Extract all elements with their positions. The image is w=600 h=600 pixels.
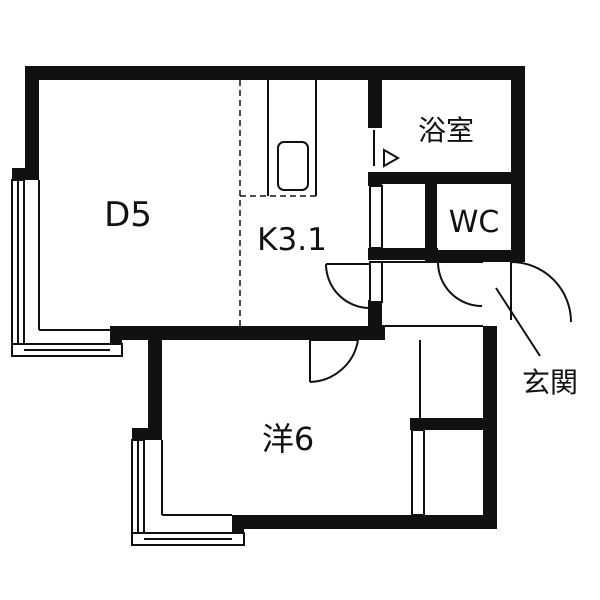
wall-bath-bottom (368, 172, 513, 184)
room-label-toilet: WC (449, 205, 500, 240)
closet-kitchen (369, 185, 383, 249)
wall-corner (483, 326, 497, 340)
window-icon (11, 179, 245, 546)
outer-walls (12, 66, 525, 545)
room-label-entrance: 玄関 (522, 366, 578, 399)
wall-closet-bottom (368, 248, 438, 260)
bath-door-marker (383, 148, 401, 168)
closet-kitchen-lower (369, 261, 383, 303)
room-label-bath: 浴室 (418, 114, 474, 147)
wall-closet-corner (368, 172, 382, 186)
wall-bottom (232, 515, 497, 529)
room-label-kitchen: K3.1 (257, 222, 327, 258)
entrance-leader (495, 287, 541, 357)
sink-icon (277, 141, 309, 191)
wall-wc-left (425, 172, 437, 262)
wall-kitchen-bath (368, 80, 382, 128)
wall-western-left (148, 326, 162, 436)
room-label-dining: D5 (104, 195, 152, 235)
door-wc (437, 261, 483, 307)
closet-western (411, 429, 425, 516)
inner-walls (368, 80, 525, 430)
wall-western-closet-top (410, 418, 497, 430)
wall-right-upper (511, 66, 525, 262)
closets (369, 185, 483, 516)
wall-left-upper (25, 66, 39, 176)
wall-kitchen-right-low (368, 300, 382, 340)
door-kitchen (325, 263, 371, 309)
wall-western-jog (132, 428, 162, 440)
door-entrance (510, 261, 572, 323)
door-western (309, 339, 359, 383)
door-swing-icon (309, 130, 572, 383)
wall-left-jog (12, 168, 39, 180)
wall-middle (110, 326, 385, 340)
kitchen-counter (239, 80, 317, 326)
wall-wc-bottom (437, 250, 525, 262)
wall-top (25, 66, 525, 80)
room-label-western: 洋6 (262, 420, 314, 458)
